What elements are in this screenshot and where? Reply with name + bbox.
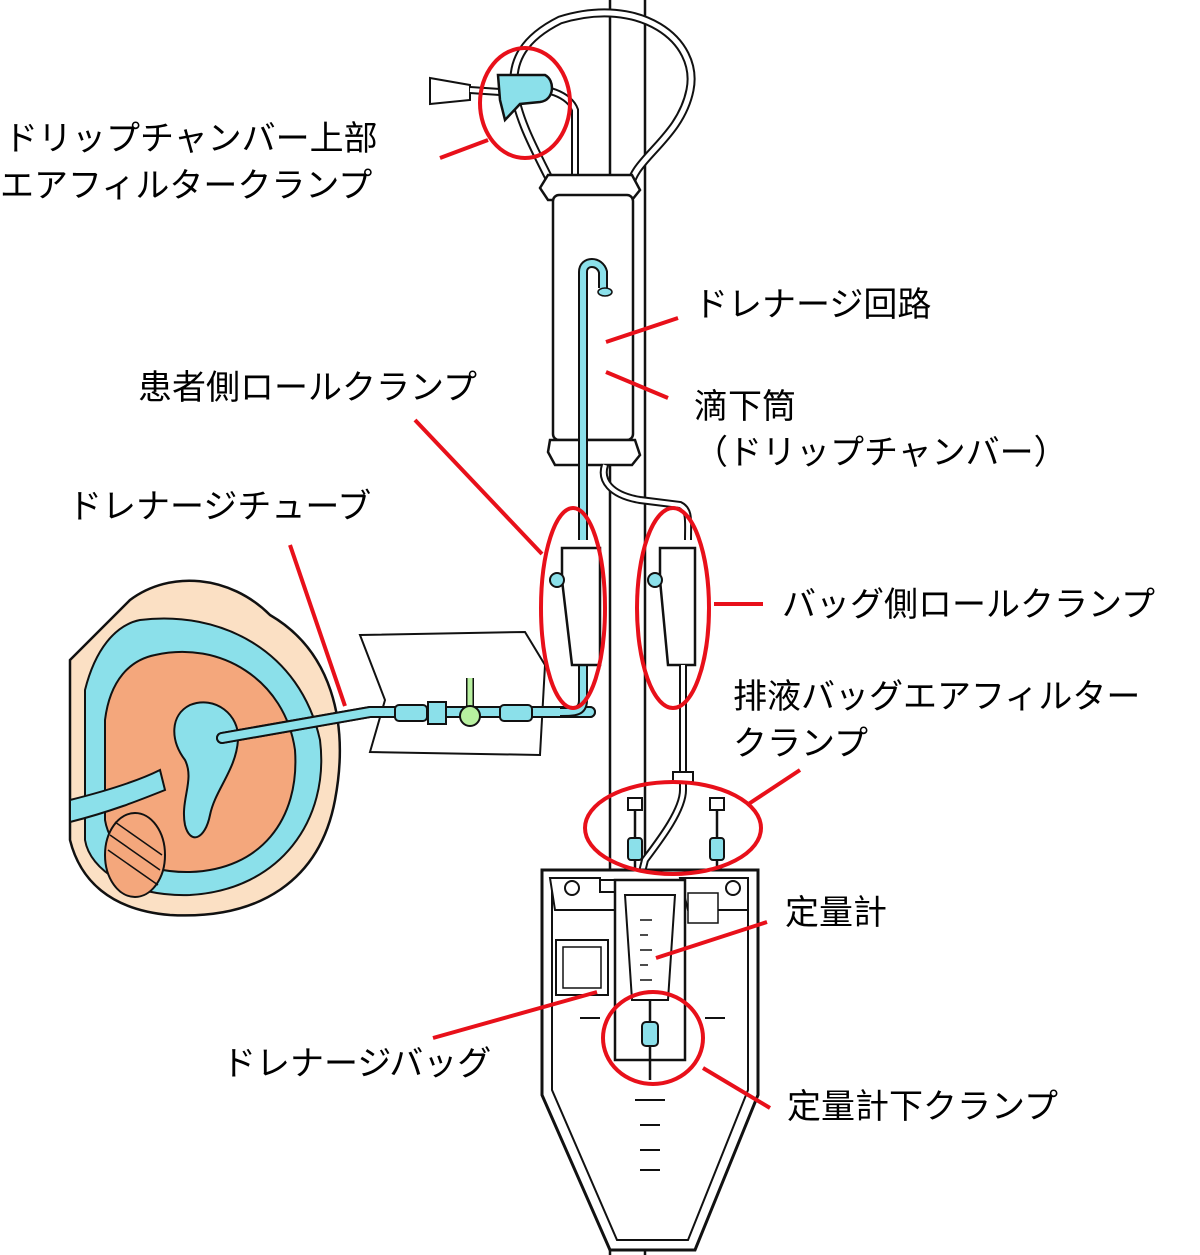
brainstem-csf [69,768,167,824]
label-drip-chamber-line1: 滴下筒 [694,387,796,427]
label-bag-filter-clamp-line1: 排液バッグエアフィルター [733,677,1140,717]
label-meter: 定量計 [785,893,887,933]
label-drainage-bag: ドレナージバッグ [222,1044,491,1084]
label-bag-roll-clamp: バッグ側ロールクランプ [782,585,1155,625]
cerebellum [104,812,166,898]
head-cross-section [68,579,342,917]
labels: ドリップチャンバー上部 エアフィルタークランプ ドレナージ回路 滴下筒 （ドリッ… [0,119,1155,1127]
label-drip-top-clamp-line1: ドリップチャンバー上部 [4,119,378,159]
label-drip-chamber-line2: （ドリップチャンバー） [694,433,1068,473]
bag-roll-clamp-device [636,546,697,881]
drip-chamber-body [551,193,635,442]
top-clamp-body [496,73,554,123]
drip-chamber-bottom-cap [546,438,642,467]
patient-roll-clamp-body [560,546,602,667]
label-drip-top-clamp-line2: エアフィルタークランプ [0,166,372,206]
connector-1 [394,704,428,722]
label-bag-filter-clamp-line2: クランプ [733,724,868,764]
bag-roll-clamp-body [658,546,697,667]
label-drainage-tube: ドレナージチューブ [68,487,371,527]
three-way-valve [459,705,481,727]
ring-patient-clamp [539,506,607,710]
drainage-tube-line [216,630,596,757]
top-loop [509,8,696,203]
connector-2 [427,701,447,725]
label-patient-roll-clamp: 患者側ロールクランプ [138,368,477,408]
drip-chamber [538,173,693,541]
label-drainage-circuit: ドレナージ回路 [694,285,931,325]
air-filter [429,76,471,106]
ring-bag-filter-clamp [583,780,763,876]
meter-cylinder [623,894,677,1001]
cerebellum-folds [107,821,163,886]
highlight-rings [478,46,763,1086]
fixing-pad [358,630,547,757]
drainage-bag-device [540,868,760,1252]
patient-roll-clamp-device [549,546,602,717]
ring-meter-lower-clamp [601,990,705,1086]
top-air-filter-clamp [429,73,554,123]
label-meter-lower-clamp: 定量計下クランプ [787,1087,1058,1127]
connector-3 [499,704,533,722]
ring-bag-clamp [635,506,711,710]
leader-lines [288,138,802,1110]
ring-top-clamp [478,46,572,160]
